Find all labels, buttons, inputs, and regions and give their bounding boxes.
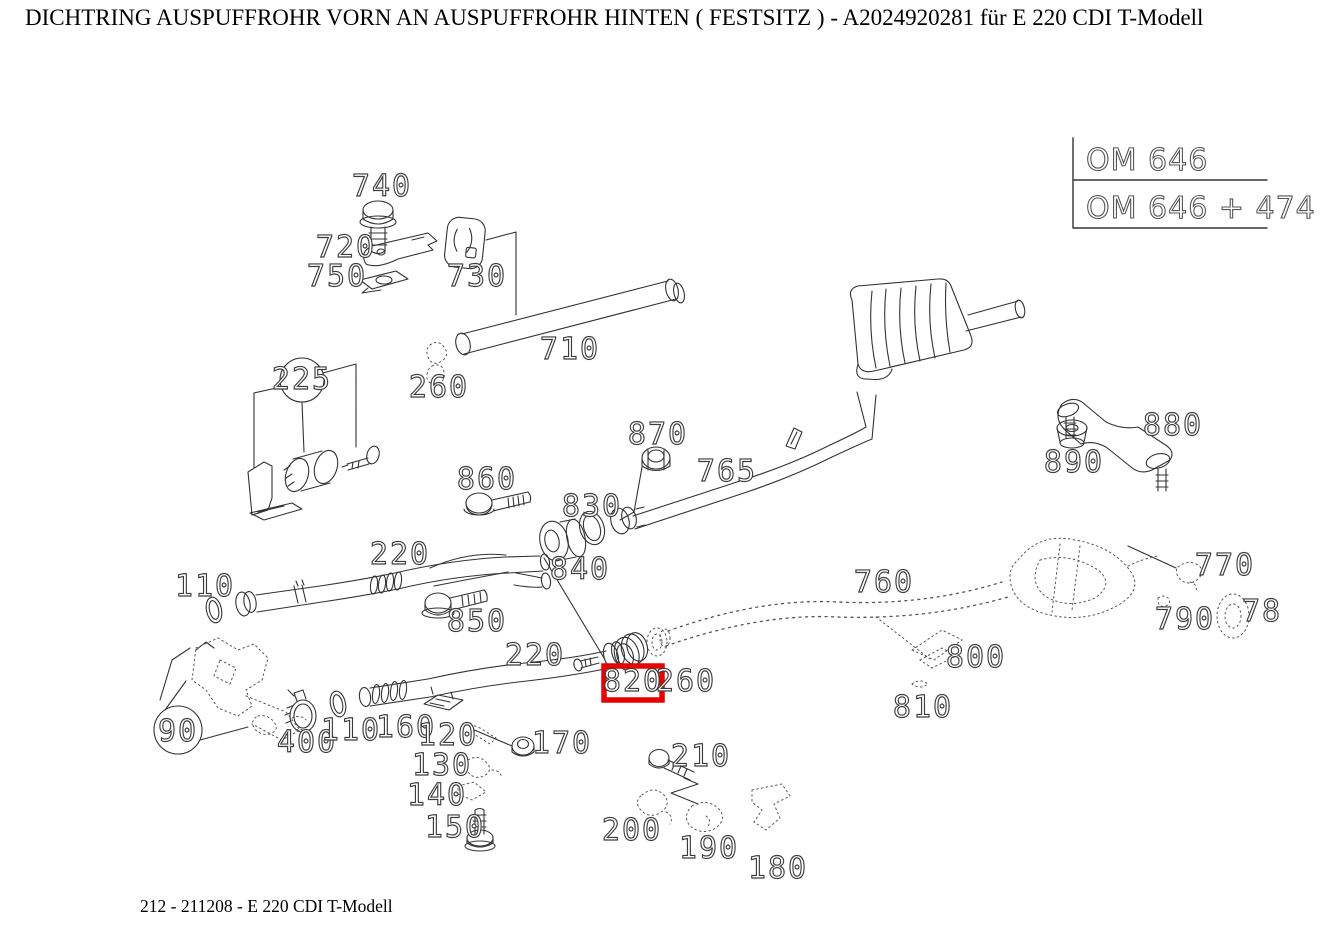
bolt-860-drawing <box>463 491 532 516</box>
part-label-110-b[interactable]: 110 <box>320 712 381 748</box>
part-label-110-a[interactable]: 110 <box>174 568 235 604</box>
part-label-720[interactable]: 720 <box>315 229 376 265</box>
part-label-190[interactable]: 190 <box>678 830 739 866</box>
phantom-hardware-200-190-180-drawing <box>636 783 791 832</box>
seal-ring-820-drawing <box>613 632 649 672</box>
collar-840-drawing <box>539 518 605 659</box>
part-label-200[interactable]: 200 <box>601 812 662 848</box>
part-label-90[interactable]: 90 <box>157 713 198 749</box>
part-label-220-a[interactable]: 220 <box>369 536 430 572</box>
part-label-820[interactable]: 820 <box>602 663 663 699</box>
rubber-hanger-730-drawing <box>444 216 517 316</box>
part-label-260-a[interactable]: 260 <box>408 369 469 405</box>
part-label-400[interactable]: 400 <box>276 724 337 760</box>
nut-170-drawing <box>471 728 535 757</box>
gasket-260-upper-drawing <box>426 341 448 385</box>
part-label-710[interactable]: 710 <box>539 331 600 367</box>
o-ring-110-lower-drawing <box>329 690 347 718</box>
part-label-760[interactable]: 760 <box>853 564 914 600</box>
part-label-210[interactable]: 210 <box>670 738 731 774</box>
engine-code-row-1: OM 646 <box>1086 143 1208 178</box>
front-pipe-220-lower-drawing <box>358 641 626 707</box>
part-label-880[interactable]: 880 <box>1142 407 1203 443</box>
bolt-850-drawing <box>421 589 488 619</box>
part-label-150[interactable]: 150 <box>424 809 485 845</box>
part-label-260-b[interactable]: 260 <box>655 663 716 699</box>
part-label-780-partial[interactable]: 78 <box>1241 593 1282 629</box>
phantom-hardware-120-130-140-drawing <box>457 723 503 801</box>
clamp-ring-830-drawing <box>578 510 606 546</box>
pipe-710-drawing <box>455 278 685 356</box>
joint-sleeve-drawing <box>610 506 646 535</box>
bolt-150-drawing <box>464 807 496 852</box>
bolt-210-drawing <box>648 748 699 805</box>
part-label-120[interactable]: 120 <box>417 717 478 753</box>
part-label-810[interactable]: 810 <box>892 689 953 725</box>
hanger-790-drawing <box>1157 593 1250 639</box>
gasket-260-lower-drawing <box>646 627 668 657</box>
part-label-140[interactable]: 140 <box>406 777 467 813</box>
part-label-225[interactable]: 225 <box>271 361 332 397</box>
bolt-740-drawing <box>359 200 397 255</box>
part-label-160[interactable]: 160 <box>375 709 436 745</box>
part-label-130[interactable]: 130 <box>411 747 472 783</box>
part-label-840[interactable]: 840 <box>549 551 610 587</box>
o-ring-110-upper-drawing <box>205 596 223 624</box>
front-pipe-220-upper-drawing <box>235 553 552 617</box>
part-label-860[interactable]: 860 <box>456 461 517 497</box>
part-label-750[interactable]: 750 <box>306 258 367 294</box>
bracket-160-drawing <box>423 686 464 711</box>
part-label-220-b[interactable]: 220 <box>504 637 565 673</box>
clamp-770-drawing <box>1127 545 1203 593</box>
page-title: DICHTRING AUSPUFFROHR VORN AN AUSPUFFROH… <box>25 5 1204 30</box>
mount-group-225-drawing <box>247 357 380 521</box>
part-label-850[interactable]: 850 <box>446 603 507 639</box>
part-label-765[interactable]: 765 <box>696 453 757 489</box>
part-label-790[interactable]: 790 <box>1154 601 1215 637</box>
highlight-box-820 <box>601 663 665 703</box>
engine-90-drawing <box>153 637 309 755</box>
clamp-400-drawing <box>284 689 317 733</box>
engine-code-row-2: OM 646 + 474 <box>1086 191 1316 226</box>
part-label-740[interactable]: 740 <box>351 168 412 204</box>
grommet-890-drawing <box>1056 419 1088 449</box>
part-label-890[interactable]: 890 <box>1043 444 1104 480</box>
phantom-bracket-800-drawing <box>910 629 963 688</box>
footer-caption: 212 - 211208 - E 220 CDI T-Modell <box>140 896 393 916</box>
bracket-720-drawing <box>363 232 438 267</box>
engine-code-box: OM 646 OM 646 + 474 <box>1072 137 1316 229</box>
clip-nut-750-drawing <box>359 270 409 294</box>
callout-circle-90 <box>153 705 203 755</box>
phantom-center-muffler-drawing <box>1009 537 1159 618</box>
part-label-870[interactable]: 870 <box>627 416 688 452</box>
phantom-pipe-760-drawing <box>659 581 1009 660</box>
part-label-830[interactable]: 830 <box>561 488 622 524</box>
rear-pipe-765-muffler-drawing <box>632 278 1026 530</box>
part-label-180[interactable]: 180 <box>747 850 808 886</box>
part-label-170[interactable]: 170 <box>531 725 592 761</box>
part-label-770[interactable]: 770 <box>1194 547 1255 583</box>
nut-870-drawing <box>619 446 671 521</box>
part-label-730[interactable]: 730 <box>446 258 507 294</box>
part-label-800[interactable]: 800 <box>945 639 1006 675</box>
